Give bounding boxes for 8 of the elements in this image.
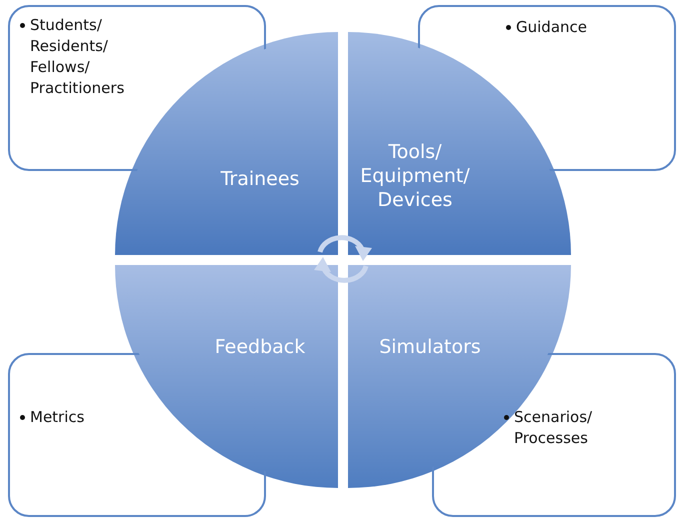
quadrant-label: Tools/ Equipment/ Devices xyxy=(359,140,471,212)
quadrant-label: Simulators xyxy=(378,335,482,359)
quadrant-label: Trainees xyxy=(220,167,300,191)
quadrant-label: Feedback xyxy=(214,335,306,359)
list-item-text: Students/ Residents/ Fellows/ Practitioners xyxy=(30,15,126,99)
list-item-text: Metrics xyxy=(30,407,84,428)
list-item-text: Scenarios/ Processes xyxy=(514,407,594,449)
list-item-text: Guidance xyxy=(516,17,587,38)
